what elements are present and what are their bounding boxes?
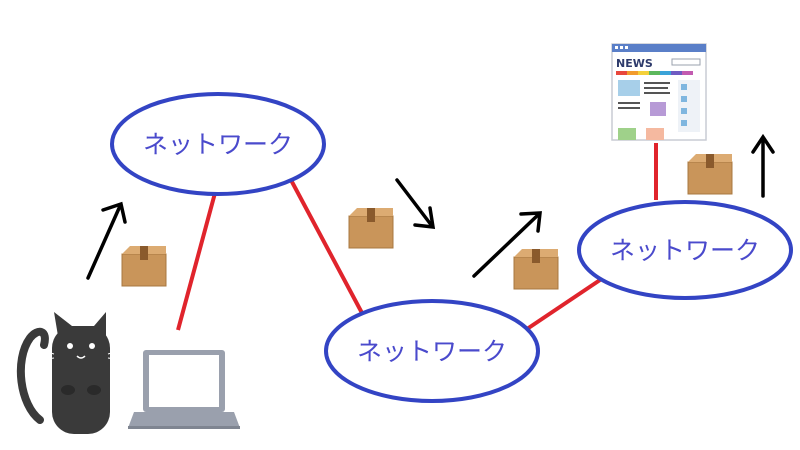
arrows bbox=[86, 133, 775, 280]
network-node-c-label: ネットワーク bbox=[610, 236, 760, 265]
arrow-up-right-icon bbox=[86, 201, 127, 280]
network-node-b-ellipse bbox=[324, 299, 540, 403]
link-network-a-laptop bbox=[176, 192, 217, 331]
network-node-b-label: ネットワーク bbox=[357, 337, 507, 366]
laptop-icon bbox=[128, 350, 240, 429]
network-node-b: ネットワーク bbox=[324, 299, 540, 403]
arrow-up-icon bbox=[751, 133, 775, 198]
arrow-up-right-icon bbox=[472, 211, 542, 278]
news-website-icon: NEWS bbox=[611, 43, 707, 141]
network-node-c: ネットワーク bbox=[577, 200, 793, 300]
packet-icon-3 bbox=[513, 249, 559, 290]
packet-icon-1 bbox=[121, 246, 167, 287]
arrow-down-right-icon bbox=[395, 178, 436, 229]
network-node-a: ネットワーク bbox=[110, 92, 326, 196]
packet-icon-4 bbox=[687, 154, 733, 195]
news-logo-text: NEWS bbox=[616, 57, 653, 70]
links bbox=[176, 143, 658, 333]
link-network-a-network-b bbox=[289, 179, 364, 314]
network-node-c-ellipse bbox=[577, 200, 793, 300]
network-node-a-ellipse bbox=[110, 92, 326, 196]
cat-icon bbox=[16, 312, 123, 434]
link-network-b-network-c bbox=[522, 278, 602, 333]
network-node-a-label: ネットワーク bbox=[143, 130, 293, 159]
packet-icon-2 bbox=[348, 208, 394, 249]
